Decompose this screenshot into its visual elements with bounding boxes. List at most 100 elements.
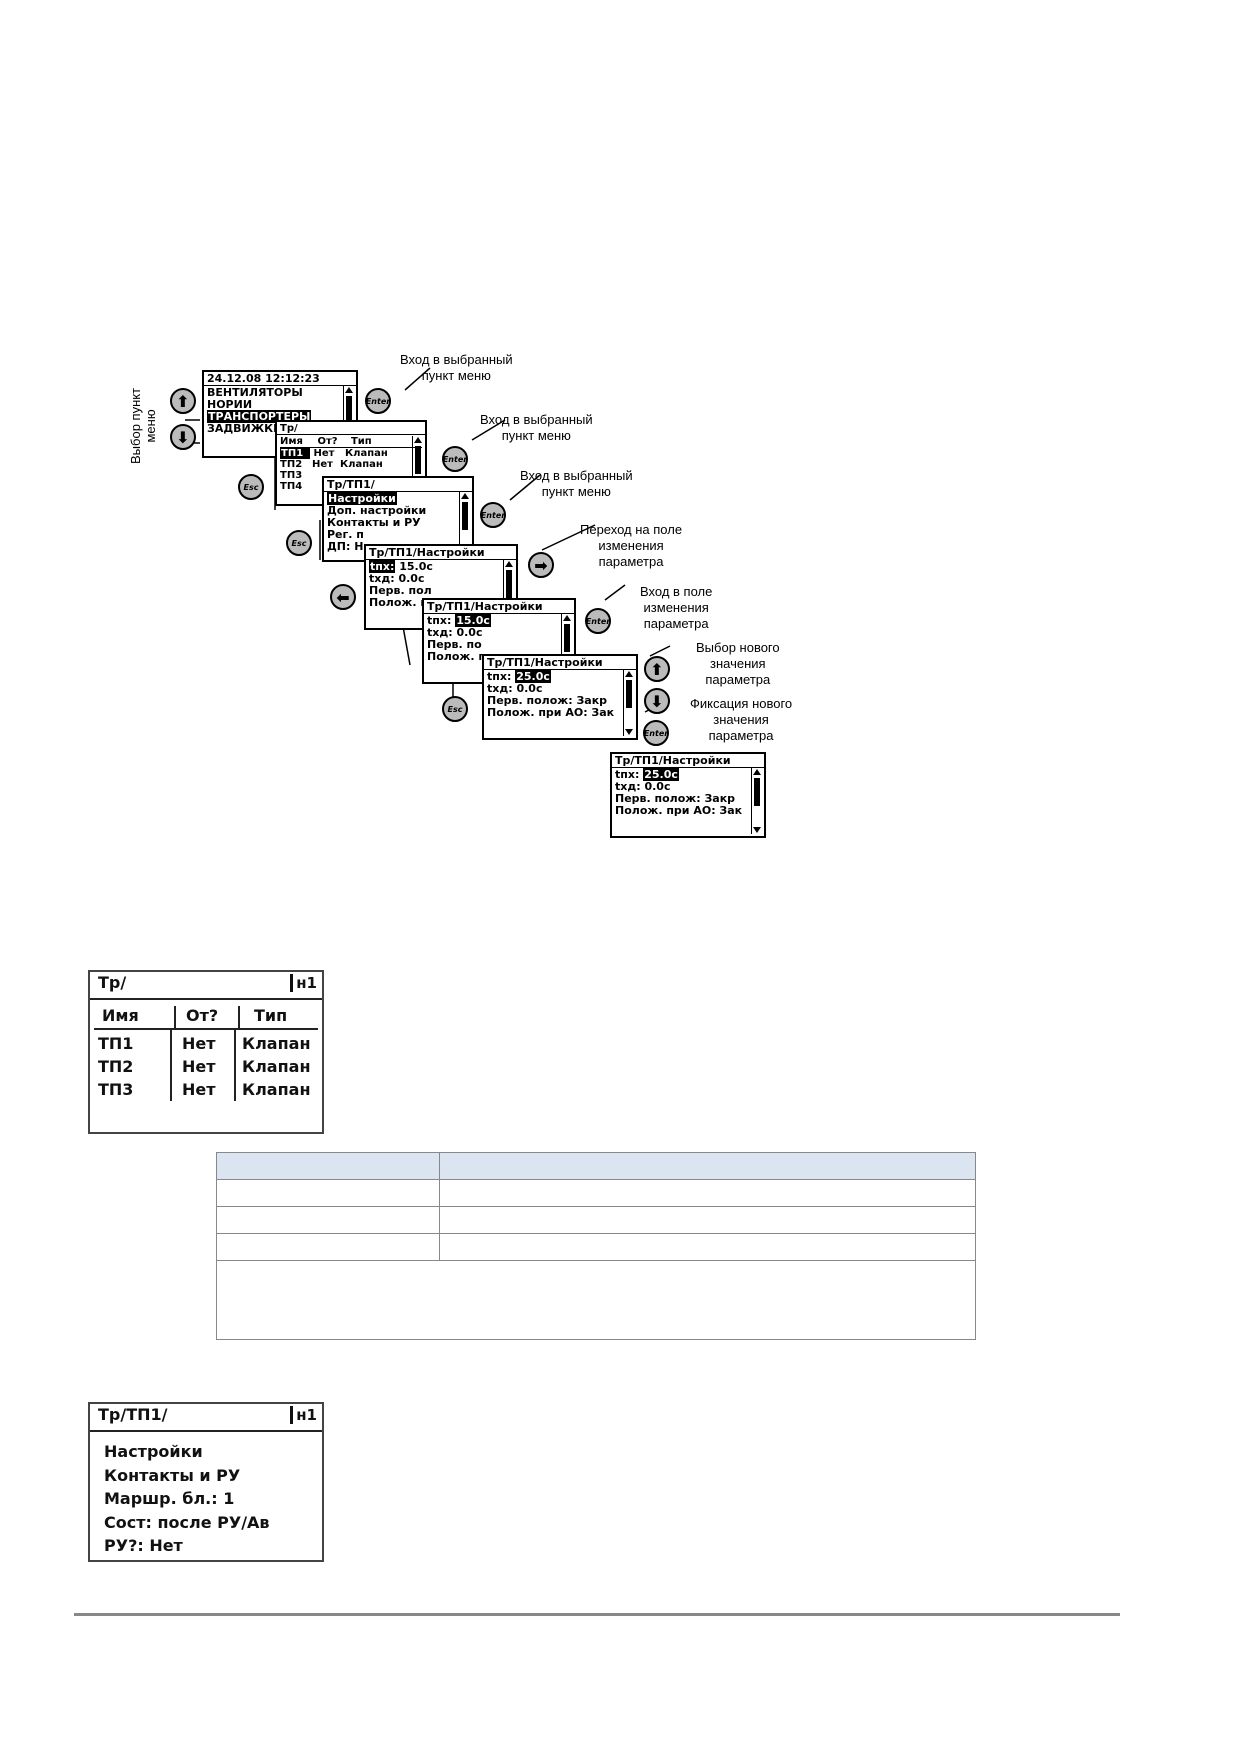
enter-key[interactable]: Enter xyxy=(480,502,506,528)
note-enter-field: Вход в поле изменения параметра xyxy=(640,584,712,632)
row-cell: Нет xyxy=(312,459,333,470)
lcd-panel-transporters: Тр/ н1 Имя От? Тип ТП1 ТП2 ТП3 Нет Нет Н… xyxy=(88,970,324,1134)
param-line[interactable]: tхд: 0.0с xyxy=(369,572,425,585)
col-header: Имя xyxy=(280,436,303,447)
esc-key[interactable]: Esc xyxy=(442,696,468,722)
note-text: Вход в поле изменения параметра xyxy=(640,584,713,631)
esc-key[interactable]: Esc xyxy=(286,530,312,556)
param-line[interactable]: tхд: 0.0с xyxy=(615,780,671,793)
menu-item[interactable]: ДП: Н xyxy=(327,540,364,553)
table-row-type: Клапан xyxy=(242,1057,311,1076)
panel-title: Тр/ТП1/ xyxy=(98,1405,168,1424)
up-arrow-key[interactable]: ⬆ xyxy=(644,656,670,682)
param-line[interactable]: Перв. пол xyxy=(369,584,432,597)
table-note-cell xyxy=(216,1260,976,1340)
up-arrow-key[interactable]: ⬆ xyxy=(170,388,196,414)
panel-title: Тр/ xyxy=(98,973,127,992)
param-line[interactable]: Перв. по xyxy=(427,638,482,651)
param-label-selected[interactable]: tпх: xyxy=(369,560,396,573)
note-enter-2: Вход в выбранный пункт меню xyxy=(480,412,593,444)
table-cell xyxy=(439,1233,976,1261)
menu-item[interactable]: НОРИИ xyxy=(207,398,253,411)
table-cell xyxy=(216,1206,440,1234)
right-arrow-key[interactable]: ➡ xyxy=(528,552,554,578)
note-text: Выбор пункт меню xyxy=(128,387,158,464)
lcd-title: Тр/ТП1/ xyxy=(324,479,472,492)
col-header-on: От? xyxy=(174,1006,238,1028)
table-row-name[interactable]: ТП1 xyxy=(98,1034,134,1053)
menu-item-manual[interactable]: РУ?: Нет xyxy=(104,1536,183,1555)
table-row-type: Клапан xyxy=(242,1080,311,1099)
menu-item[interactable]: ЗАДВИЖКИ xyxy=(207,422,283,435)
description-table xyxy=(216,1152,976,1340)
table-header-cell xyxy=(216,1152,440,1180)
note-text: Вход в выбранный пункт меню xyxy=(400,352,513,383)
menu-item-contacts[interactable]: Контакты и РУ xyxy=(104,1465,241,1485)
table-cell xyxy=(216,1233,440,1261)
menu-item-route-block[interactable]: Маршр. бл.: 1 xyxy=(104,1489,235,1508)
menu-item-settings[interactable]: Настройки xyxy=(104,1442,203,1461)
note-goto-field: Переход на поле изменения параметра xyxy=(580,522,682,570)
menu-item[interactable]: Контакты и РУ xyxy=(327,516,421,529)
note-text: Фиксация нового значения параметра xyxy=(690,696,793,743)
param-line[interactable]: Перв. полож: Закр xyxy=(615,792,736,805)
enter-key[interactable]: Enter xyxy=(643,720,669,746)
param-line[interactable]: Полож. при АО: Зак xyxy=(487,706,615,719)
table-row-on: Нет xyxy=(182,1034,216,1053)
lcd-screen-settings-result: Тр/ТП1/Настройки tпх: 25.0с tхд: 0.0с Пе… xyxy=(610,752,766,838)
param-line[interactable]: Перв. полож: Закр xyxy=(487,694,608,707)
enter-key[interactable]: Enter xyxy=(365,388,391,414)
row-cell: Нет xyxy=(313,448,335,459)
table-row xyxy=(216,1233,976,1261)
lcd-title: Тр/ТП1/Настройки xyxy=(366,547,516,560)
scrollbar[interactable] xyxy=(623,670,634,736)
param-line[interactable]: Полож. при АО: Зак xyxy=(615,804,743,817)
table-row-name[interactable]: ТП2 xyxy=(98,1057,134,1076)
row-name[interactable]: ТП1 xyxy=(280,448,310,459)
down-arrow-key[interactable]: ⬇ xyxy=(170,424,196,450)
enter-key[interactable]: Enter xyxy=(442,446,468,472)
table-cell xyxy=(216,1179,440,1207)
scrollbar[interactable] xyxy=(751,768,762,834)
menu-item-selected[interactable]: Настройки xyxy=(327,492,397,505)
lcd-title: Тр/ТП1/Настройки xyxy=(612,755,764,768)
col-header: Тип xyxy=(350,436,372,447)
table-cell xyxy=(439,1206,976,1234)
note-enter-3: Вход в выбранный пункт меню xyxy=(520,468,633,500)
table-row xyxy=(216,1260,976,1340)
row-name[interactable]: ТП4 xyxy=(280,481,303,492)
menu-item-selected[interactable]: ТРАНСПОРТЕРЫ xyxy=(207,410,312,423)
param-line[interactable]: Полож. п xyxy=(427,650,486,663)
param-line[interactable]: Полож. п xyxy=(369,596,428,609)
menu-item[interactable]: Доп. настройки xyxy=(327,504,427,517)
col-header-type: Тип xyxy=(238,1006,287,1028)
table-row-name[interactable]: ТП3 xyxy=(98,1080,134,1099)
lcd-title: 24.12.08 12:12:23 xyxy=(204,373,356,386)
down-arrow-key[interactable]: ⬇ xyxy=(644,688,670,714)
note-text: Вход в выбранный пункт меню xyxy=(520,468,633,499)
lcd-title: Тр/ТП1/Настройки xyxy=(484,657,636,670)
enter-key[interactable]: Enter xyxy=(585,608,611,634)
param-line[interactable]: tхд: 0.0с xyxy=(427,626,483,639)
table-row xyxy=(216,1179,976,1207)
note-select-item: Выбор пункт меню xyxy=(128,388,158,464)
row-name[interactable]: ТП3 xyxy=(280,470,303,481)
row-cell: Клапан xyxy=(344,448,388,459)
lcd-screen-main-menu: 24.12.08 12:12:23 ВЕНТИЛЯТОРЫ НОРИИ ТРАН… xyxy=(202,370,358,458)
table-cell xyxy=(439,1179,976,1207)
note-select-value: Выбор нового значения параметра xyxy=(696,640,780,688)
menu-item[interactable]: Рег. п xyxy=(327,528,364,541)
param-value-selected[interactable]: 15.0с xyxy=(455,614,491,627)
note-fix-value: Фиксация нового значения параметра xyxy=(690,696,792,744)
param-line[interactable]: tхд: 0.0с xyxy=(487,682,543,695)
esc-key[interactable]: Esc xyxy=(238,474,264,500)
menu-item-state[interactable]: Сост: после РУ/Ав xyxy=(104,1512,270,1532)
param-value-selected[interactable]: 25.0с xyxy=(515,670,551,683)
lcd-panel-tp1: Тр/ТП1/ н1 Настройки Контакты и РУ Маршр… xyxy=(88,1402,324,1562)
row-name[interactable]: ТП2 xyxy=(280,459,303,470)
param-value-selected[interactable]: 25.0с xyxy=(643,768,679,781)
left-arrow-key[interactable]: ⬅ xyxy=(330,584,356,610)
status-badge: н1 xyxy=(290,1406,320,1424)
menu-item[interactable]: ВЕНТИЛЯТОРЫ xyxy=(207,386,303,399)
col-header-name: Имя xyxy=(102,1006,139,1025)
